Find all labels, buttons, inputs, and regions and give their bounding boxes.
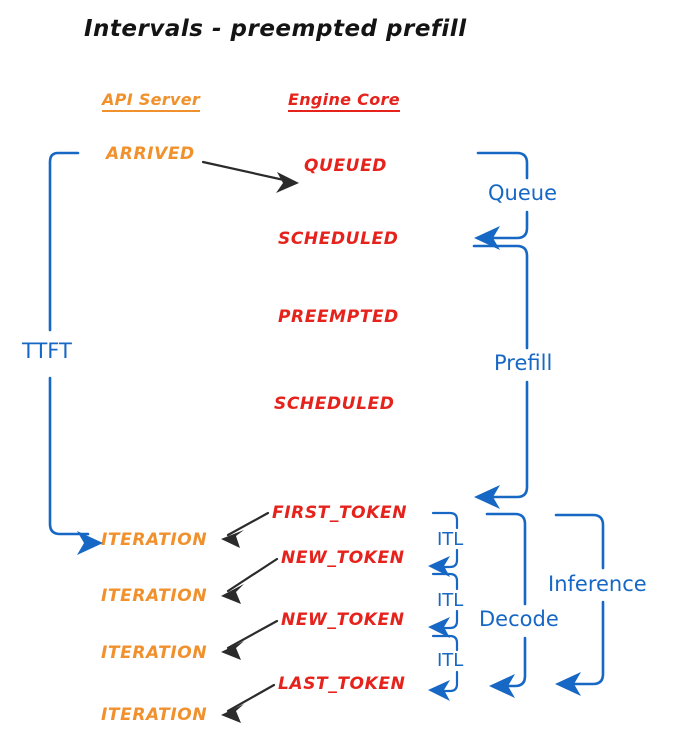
- event-iteration-4: ITERATION: [101, 705, 208, 725]
- event-new-token-2: NEW_TOKEN: [281, 610, 405, 630]
- arrow-first-token-to-iteration: [221, 511, 270, 548]
- interval-label-itl-2: ITL: [437, 590, 464, 611]
- event-iteration-2: ITERATION: [101, 586, 208, 606]
- arrow-arrived-to-queued: [201, 160, 299, 193]
- interval-bracket-itl-1: [428, 511, 459, 577]
- arrow-new-token-1-to-iteration: [221, 557, 279, 604]
- arrow-new-token-2-to-iteration: [221, 619, 279, 660]
- column-header-api-server: API Server: [102, 92, 201, 112]
- interval-label-decode: Decode: [479, 607, 559, 631]
- interval-bracket-queue: [474, 151, 529, 250]
- event-scheduled-2: SCHEDULED: [274, 394, 395, 414]
- interval-label-prefill: Prefill: [494, 351, 553, 375]
- interval-label-itl-3: ITL: [437, 650, 464, 671]
- column-header-engine-core: Engine Core: [288, 92, 400, 112]
- arrow-last-token-to-iteration: [221, 683, 276, 723]
- interval-label-queue: Queue: [488, 181, 557, 205]
- interval-label-ttft: TTFT: [22, 339, 72, 363]
- event-iteration-3: ITERATION: [101, 643, 208, 663]
- event-preempted: PREEMPTED: [278, 307, 399, 327]
- interval-bracket-prefill: [472, 244, 529, 509]
- event-queued: QUEUED: [304, 156, 387, 176]
- interval-bracket-inference: [554, 513, 605, 696]
- interval-bracket-decode: [485, 512, 527, 698]
- event-scheduled-1: SCHEDULED: [278, 229, 399, 249]
- interval-label-itl-1: ITL: [437, 529, 464, 550]
- interval-bracket-itl-3: [428, 634, 459, 701]
- page-title: Intervals - preempted prefill: [84, 16, 467, 42]
- event-first-token: FIRST_TOKEN: [272, 503, 408, 523]
- interval-label-inference: Inference: [548, 572, 647, 596]
- event-last-token: LAST_TOKEN: [278, 674, 406, 694]
- event-iteration-1: ITERATION: [101, 530, 208, 550]
- interval-bracket-itl-2: [428, 572, 459, 638]
- event-arrived: ARRIVED: [106, 144, 195, 164]
- interval-bracket-ttft: [48, 151, 103, 555]
- event-new-token-1: NEW_TOKEN: [281, 548, 405, 568]
